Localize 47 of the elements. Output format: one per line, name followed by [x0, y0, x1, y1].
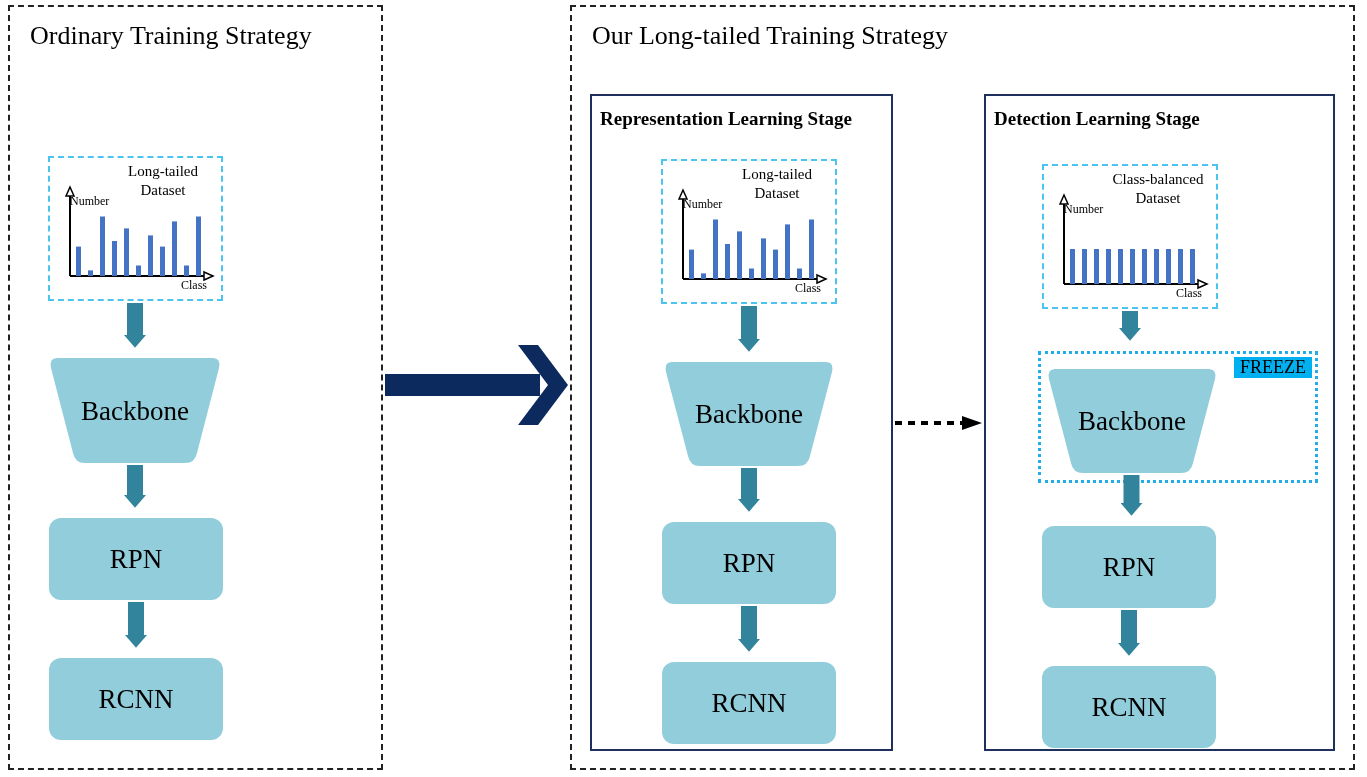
arrow — [895, 416, 982, 430]
axis-label: Class — [181, 278, 207, 293]
chart-title: Long-tailed Dataset — [741, 165, 813, 203]
trapezoid-block — [49, 358, 221, 463]
arrow — [738, 306, 760, 352]
axis-label: Number — [683, 197, 723, 212]
arrow — [124, 303, 146, 348]
process-block — [662, 522, 836, 604]
block-label: RPN — [1101, 551, 1157, 583]
block-label: RCNN — [710, 687, 788, 719]
block-label: Backbone — [80, 395, 190, 426]
arrow — [125, 602, 147, 648]
block-label: RCNN — [1090, 691, 1168, 723]
axis-label: Class — [795, 281, 821, 296]
panel-title: Our Long-tailed Training Strategy — [592, 21, 948, 51]
arrow — [1120, 475, 1143, 516]
axis-label: Number — [70, 194, 110, 209]
stage-panel — [590, 94, 893, 751]
stage-panel — [984, 94, 1335, 751]
stage-title: Detection Learning Stage — [994, 108, 1200, 130]
block-label: Backbone — [1077, 405, 1187, 437]
trapezoid-block — [664, 362, 834, 466]
arrow — [738, 606, 760, 652]
dashed-panel — [570, 5, 1355, 770]
arrow — [124, 465, 146, 508]
process-block — [1042, 526, 1216, 608]
axis-label: Class — [1176, 286, 1202, 301]
dashed-panel — [8, 5, 383, 770]
panel-title: Ordinary Training Strategy — [30, 21, 312, 51]
process-block — [1042, 666, 1216, 748]
dotted-group-box — [1038, 351, 1318, 483]
arrow — [1119, 311, 1141, 341]
block-label: RPN — [108, 543, 164, 575]
stage-title: Representation Learning Stage — [600, 108, 852, 130]
axis-label: Number — [1064, 202, 1104, 217]
freeze-tag: FREEZE — [1234, 357, 1312, 378]
process-block — [49, 658, 223, 740]
arrow — [738, 468, 760, 512]
chart-title: Class-balanced Dataset — [1111, 170, 1205, 208]
block-label: RCNN — [97, 683, 175, 715]
process-block — [49, 518, 223, 600]
chart-title: Long-tailed Dataset — [127, 162, 199, 200]
process-block — [662, 662, 836, 744]
arrow — [1118, 610, 1140, 656]
trapezoid-block — [1047, 369, 1217, 473]
block-label: Backbone — [694, 398, 804, 430]
block-label: RPN — [721, 547, 777, 579]
